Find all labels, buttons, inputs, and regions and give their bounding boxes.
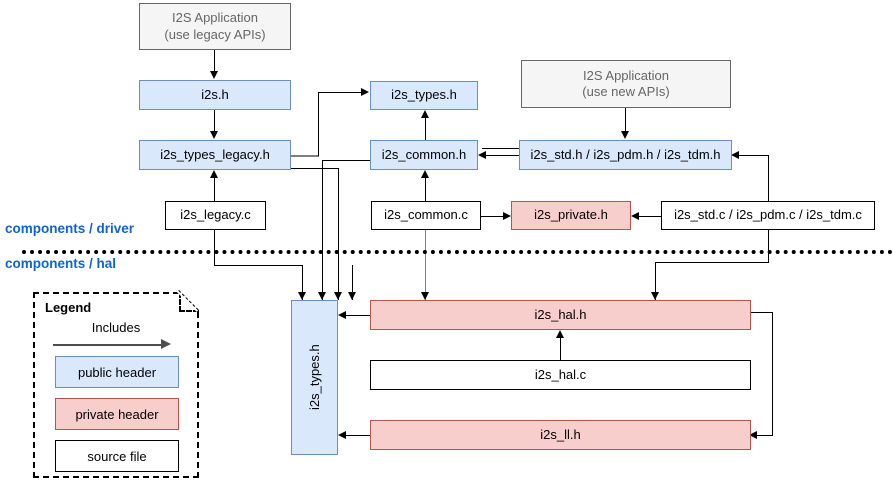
legend-includes-label: Includes xyxy=(91,320,141,335)
node-i2s-ll-h[interactable]: i2s_ll.h xyxy=(370,420,751,450)
arrowhead-i2s-h-to-types-legacy xyxy=(210,131,218,139)
edge-std-c-to-private-h xyxy=(634,216,662,217)
edge-types-legacy-right-seg2 xyxy=(338,168,339,300)
arrowhead-common-c-to-private-h xyxy=(503,212,511,220)
edge-std-c-down-seg2 xyxy=(655,262,769,263)
edge-legacy-c-to-types-legacy xyxy=(214,178,215,202)
arrowhead-app-legacy-to-i2s-h xyxy=(210,71,218,79)
legend-includes-arrow-icon xyxy=(53,344,161,346)
arrowhead-common-c-to-hal-h xyxy=(421,292,429,300)
node-i2s-legacy-c[interactable]: i2s_legacy.c xyxy=(165,201,266,230)
edge-common-h-left-seg2 xyxy=(322,160,323,300)
edge-hal-h-to-ll-h-seg2 xyxy=(772,312,773,435)
arrowhead-common-h-to-types-hal xyxy=(318,292,326,300)
legend-includes-arrowhead-icon xyxy=(161,339,171,349)
node-i2s-h[interactable]: i2s.h xyxy=(139,80,291,110)
arrowhead-std-c-to-std-h xyxy=(731,151,739,159)
edge-std-h-to-common-h xyxy=(480,155,520,156)
edge-legacy-c-down-seg3 xyxy=(302,265,303,300)
arrowhead-common-h-to-types-h xyxy=(421,110,429,118)
node-i2s-common-c[interactable]: i2s_common.c xyxy=(371,201,481,230)
driver-hal-divider xyxy=(22,250,893,254)
arrowhead-types-legacy-to-types-hal xyxy=(334,292,342,300)
node-i2s-types-h-hal-label: i2s_types.h xyxy=(306,344,322,411)
arrowhead-std-c-to-hal-h xyxy=(651,292,659,300)
node-i2s-types-h-driver[interactable]: i2s_types.h xyxy=(370,81,478,110)
edge-std-c-down-seg1 xyxy=(768,230,769,262)
arrowhead-types-legacy-to-types xyxy=(361,88,369,96)
arrowhead-ll-h-to-types-hal xyxy=(338,431,346,439)
edge-i2s-h-to-types-legacy xyxy=(214,110,215,132)
node-i2s-common-h[interactable]: i2s_common.h xyxy=(370,140,478,170)
arrowhead-legacy-c-to-types-legacy xyxy=(210,170,218,178)
edge-hal-h-to-types-hal xyxy=(341,315,371,316)
node-i2s-types-h-hal[interactable]: i2s_types.h xyxy=(291,300,338,455)
edge-hal-h-to-ll-h-seg3 xyxy=(753,435,773,436)
node-i2s-std-pdm-tdm-h[interactable]: i2s_std.h / i2s_pdm.h / i2s_tdm.h xyxy=(519,140,732,170)
edge-types-legacy-to-types-seg2 xyxy=(318,92,319,156)
arrowhead-hal-h-to-types-hal xyxy=(338,311,346,319)
edge-std-c-to-std-h-seg1 xyxy=(768,155,769,202)
edge-common-h-to-types-h xyxy=(425,118,426,142)
legend-panel: Legend Includes public header private he… xyxy=(33,292,199,478)
arrowhead-std-c-to-private-h xyxy=(631,212,639,220)
node-i2s-private-h[interactable]: i2s_private.h xyxy=(511,201,631,230)
edge-std-c-to-std-h-seg2 xyxy=(735,155,769,156)
edge-common-c-to-private-h xyxy=(481,216,509,217)
arrowhead-mid-to-hal-h xyxy=(348,292,356,300)
divider-label-driver: components / driver xyxy=(5,221,135,236)
arrowhead-app-new-to-std-h xyxy=(621,131,629,139)
edge-std-c-down-seg3 xyxy=(655,262,656,300)
edge-types-legacy-right-seg1 xyxy=(291,168,339,169)
arrowhead-hal-h-to-ll-h xyxy=(749,431,757,439)
divider-label-hal: components / hal xyxy=(5,256,117,271)
edge-legacy-c-down-seg1 xyxy=(214,230,215,266)
arrowhead-hal-c-to-hal-h xyxy=(556,330,564,338)
edge-ll-h-to-types-hal xyxy=(341,435,371,436)
edge-common-h-left-seg1 xyxy=(322,160,370,161)
node-i2s-application-legacy[interactable]: I2S Application (use legacy APIs) xyxy=(139,3,291,50)
node-i2s-std-pdm-tdm-c[interactable]: i2s_std.c / i2s_pdm.c / i2s_tdm.c xyxy=(661,201,875,230)
legend-swatch-private-header: private header xyxy=(55,398,179,430)
node-i2s-application-new[interactable]: I2S Application (use new APIs) xyxy=(521,60,731,108)
legend-swatch-source-file: source file xyxy=(55,440,179,472)
arrowhead-std-h-to-common-h xyxy=(478,151,486,159)
arrowhead-common-c-to-common-h xyxy=(421,170,429,178)
edge-mid-down-to-hal-seg xyxy=(352,265,353,300)
edge-std-h-left-stub xyxy=(482,148,520,149)
edge-app-legacy-to-i2s-h xyxy=(214,50,215,72)
edge-hal-h-to-ll-h-seg1 xyxy=(751,312,773,313)
edge-types-legacy-to-types-seg3 xyxy=(318,92,362,93)
edge-legacy-c-down-seg2 xyxy=(214,265,303,266)
legend-fold-corner-icon xyxy=(179,292,199,312)
edge-common-c-to-common-h xyxy=(425,178,426,202)
node-i2s-hal-c[interactable]: i2s_hal.c xyxy=(370,360,751,390)
legend-title: Legend xyxy=(45,300,92,315)
legend-swatch-public-header: public header xyxy=(55,356,179,388)
node-i2s-hal-h[interactable]: i2s_hal.h xyxy=(370,300,751,330)
edge-common-c-down-to-hal xyxy=(425,230,426,300)
edge-types-legacy-to-types-seg1 xyxy=(291,155,319,157)
node-i2s-types-legacy-h[interactable]: i2s_types_legacy.h xyxy=(139,140,291,170)
arrowhead-legacy-c-to-types-hal xyxy=(298,292,306,300)
edge-hal-c-to-hal-h xyxy=(560,338,561,362)
edge-app-new-to-std-h xyxy=(625,108,626,132)
